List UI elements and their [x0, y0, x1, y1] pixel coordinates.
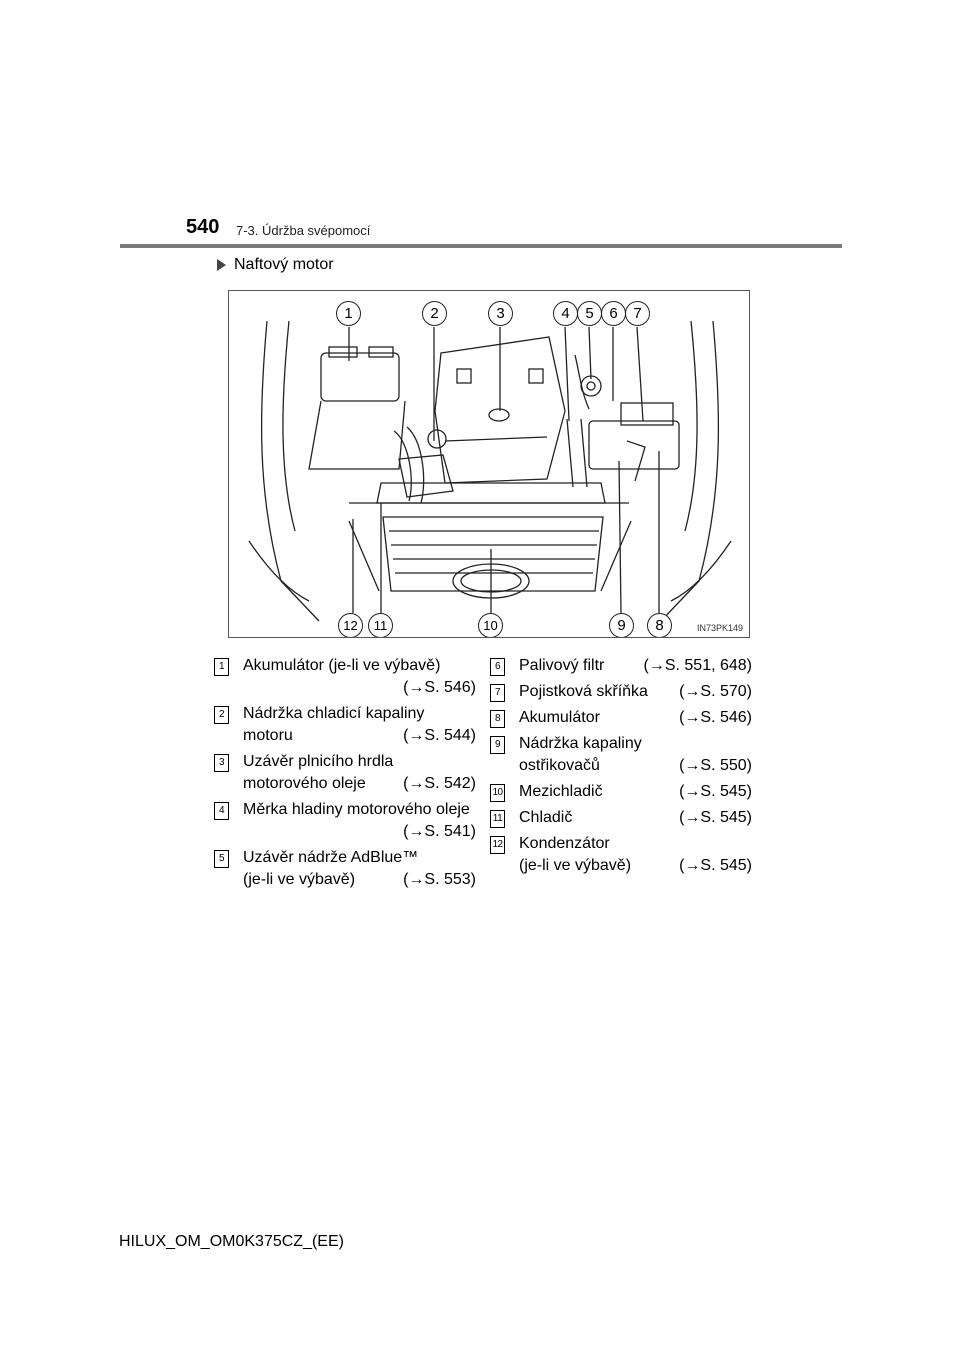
item-reference: (→S. 545) — [679, 809, 752, 826]
callout-10: 10 — [478, 613, 503, 637]
legend-item: 11 Chladič (→S. 545) — [490, 807, 752, 829]
item-label: Uzávěr plnicího hrdla — [243, 753, 394, 770]
item-label: (je-li ve výbavě) — [243, 871, 356, 888]
legend-item: 4 Měrka hladiny motorového oleje (→S. 54… — [214, 799, 476, 843]
legend-right: 6 Palivový filtr (→S. 551, 648) 7 Pojist… — [490, 655, 752, 881]
legend-item: 2 Nádržka chladicí kapaliny motoru (→S. … — [214, 703, 476, 747]
item-number-badge: 9 — [490, 736, 505, 754]
item-reference: (→S. 550) — [679, 757, 752, 774]
subheading: Naftový motor — [217, 256, 334, 274]
item-label: Pojistková skříňka — [519, 683, 648, 700]
callout-9: 9 — [609, 613, 634, 637]
legend-item: 1 Akumulátor (je-li ve výbavě) (→S. 546) — [214, 655, 476, 699]
item-label: Chladič — [519, 809, 573, 826]
item-label: Akumulátor (je-li ve výbavě) — [243, 657, 441, 674]
legend-left: 1 Akumulátor (je-li ve výbavě) (→S. 546)… — [214, 655, 476, 895]
legend-item: 3 Uzávěr plnicího hrdla motorového oleje… — [214, 751, 476, 795]
section-title: 7-3. Údržba svépomocí — [236, 223, 371, 238]
engine-compartment-illustration: 1 2 3 4 5 6 7 8 9 10 11 12 IN73PK149 — [228, 290, 750, 638]
item-number-badge: 6 — [490, 658, 505, 676]
item-reference: (→S. 553) — [403, 871, 476, 888]
item-reference: (→S. 542) — [403, 775, 476, 792]
callout-3: 3 — [488, 301, 513, 326]
item-reference: (→S. 545) — [679, 857, 752, 874]
callout-12: 12 — [338, 613, 363, 637]
item-reference: (→S. 546) — [403, 679, 476, 696]
item-label: ostřikovačů — [519, 757, 600, 774]
triangle-bullet-icon — [217, 259, 226, 271]
item-label: Kondenzátor — [519, 835, 610, 852]
item-number-badge: 11 — [490, 810, 505, 828]
callout-4: 4 — [553, 301, 578, 326]
item-label: Nádržka chladicí kapaliny — [243, 705, 425, 722]
item-number-badge: 5 — [214, 850, 229, 868]
item-number-badge: 7 — [490, 684, 505, 702]
item-reference: (→S. 544) — [403, 727, 476, 744]
item-number-badge: 2 — [214, 706, 229, 724]
item-label: (je-li ve výbavě) — [519, 857, 632, 874]
legend-item: 7 Pojistková skříňka (→S. 570) — [490, 681, 752, 703]
callout-8: 8 — [647, 613, 672, 637]
item-number-badge: 4 — [214, 802, 229, 820]
callout-5: 5 — [577, 301, 602, 326]
legend-item: 10 Mezichladič (→S. 545) — [490, 781, 752, 803]
item-number-badge: 12 — [490, 836, 505, 854]
legend-item: 12 Kondenzátor (je-li ve výbavě) (→S. 54… — [490, 833, 752, 877]
legend-item: 9 Nádržka kapaliny ostřikovačů (→S. 550) — [490, 733, 752, 777]
item-label: Uzávěr nádrže AdBlue™ — [243, 849, 419, 866]
item-number-badge: 10 — [490, 784, 505, 802]
item-label: Nádržka kapaliny — [519, 735, 642, 752]
header-rule — [120, 244, 842, 248]
callout-1: 1 — [336, 301, 361, 326]
callout-7: 7 — [625, 301, 650, 326]
item-number-badge: 1 — [214, 658, 229, 676]
callout-6: 6 — [601, 301, 626, 326]
page-number: 540 — [186, 216, 220, 238]
engine-line-drawing — [248, 320, 732, 622]
item-reference: (→S. 546) — [679, 709, 752, 726]
callout-11: 11 — [368, 613, 393, 637]
item-reference: (→S. 545) — [679, 783, 752, 800]
legend-item: 6 Palivový filtr (→S. 551, 648) — [490, 655, 752, 677]
item-label: Měrka hladiny motorového oleje — [243, 801, 470, 818]
item-number-badge: 8 — [490, 710, 505, 728]
item-reference: (→S. 551, 648) — [643, 657, 753, 674]
item-label: Akumulátor — [519, 709, 600, 726]
item-reference: (→S. 541) — [403, 823, 476, 840]
callout-2: 2 — [422, 301, 447, 326]
subheading-text: Naftový motor — [234, 256, 334, 273]
figure-code: IN73PK149 — [696, 623, 743, 633]
item-label: motoru — [243, 727, 293, 744]
document-code-footer: HILUX_OM_OM0K375CZ_(EE) — [119, 1233, 344, 1250]
legend-item: 8 Akumulátor (→S. 546) — [490, 707, 752, 729]
item-number-badge: 3 — [214, 754, 229, 772]
item-label: Mezichladič — [519, 783, 603, 800]
item-reference: (→S. 570) — [679, 683, 752, 700]
legend-item: 5 Uzávěr nádrže AdBlue™ (je-li ve výbavě… — [214, 847, 476, 891]
item-label: motorového oleje — [243, 775, 366, 792]
item-label: Palivový filtr — [519, 657, 605, 674]
